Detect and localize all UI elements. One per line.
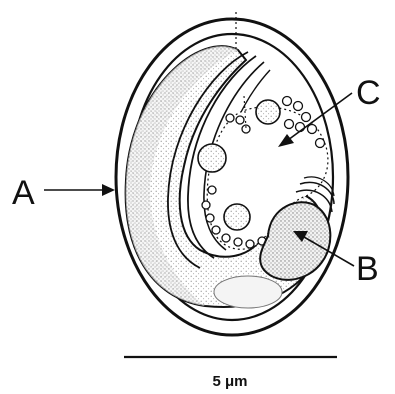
scale-bar-label: 5 μm	[212, 373, 247, 390]
label-c: C	[356, 74, 381, 112]
label-b: B	[356, 250, 379, 288]
nucleus	[214, 276, 282, 308]
arrow-a-head	[102, 184, 115, 196]
label-a: A	[12, 174, 35, 212]
